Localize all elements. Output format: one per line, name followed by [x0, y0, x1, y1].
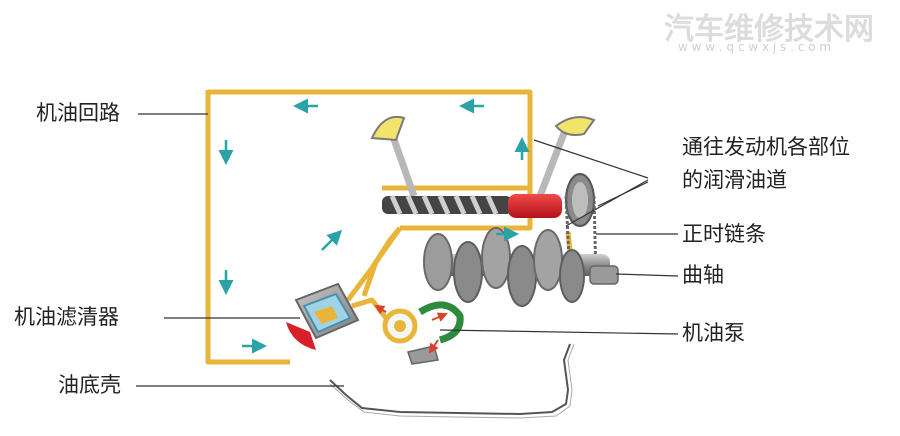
flow-arrows: [218, 98, 530, 354]
crankshaft: [423, 227, 619, 307]
label-to-lubrication-1: 通往发动机各部位: [682, 135, 850, 159]
label-timing-chain: 正时链条: [682, 222, 766, 246]
camshaft: [382, 194, 562, 218]
oil-filter: [286, 282, 360, 350]
label-oil-filter: 机油滤清器: [14, 305, 119, 329]
label-to-lubrication-2: 的润滑油道: [682, 168, 787, 192]
watermark-url: w w w . q c w x j s . c o m: [678, 40, 832, 54]
label-crankshaft: 曲轴: [682, 263, 724, 287]
rocker-arms: [370, 116, 596, 198]
oil-pump: [374, 301, 464, 365]
watermark-title: 汽车维修技术网: [664, 12, 874, 47]
label-oil-pan: 油底壳: [58, 373, 121, 397]
label-oil-circuit: 机油回路: [36, 101, 120, 125]
leader-lines: [136, 113, 679, 387]
label-oil-pump: 机油泵: [682, 321, 745, 345]
oil-pan: [329, 343, 571, 416]
